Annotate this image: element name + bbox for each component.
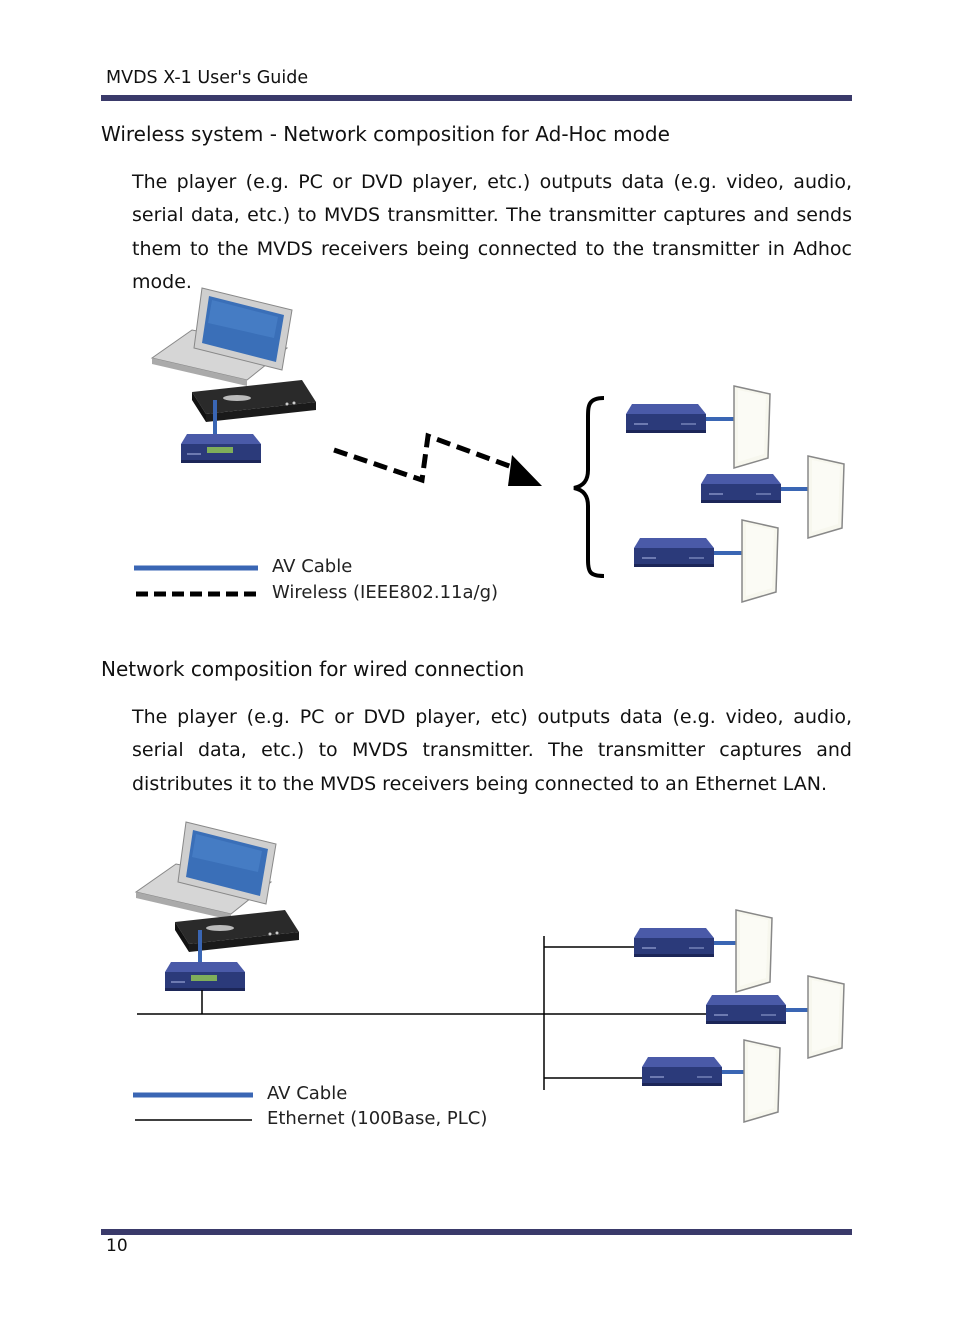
receiver-icon	[641, 1056, 723, 1087]
display-screen-icon	[741, 519, 779, 603]
receiver-icon	[705, 994, 787, 1025]
display-screen-icon	[733, 385, 771, 469]
adhoc-heading: Wireless system - Network composition fo…	[101, 122, 670, 146]
receiver-icon	[633, 537, 715, 568]
page-number: 10	[106, 1236, 128, 1256]
legend-ethernet-label: Ethernet (100Base, PLC)	[267, 1108, 488, 1129]
footer-rule	[101, 1229, 852, 1235]
header-rule	[101, 95, 852, 101]
dvd-player-icon	[192, 380, 316, 422]
header-title: MVDS X-1 User's Guide	[106, 68, 309, 88]
receiver-brace	[573, 396, 605, 578]
display-screen-icon	[807, 975, 845, 1059]
receiver-icon	[633, 927, 715, 958]
laptop-icon	[151, 287, 293, 387]
display-screen-icon	[743, 1039, 781, 1123]
legend-av-cable-label: AV Cable	[267, 1083, 348, 1104]
display-screen-icon	[807, 455, 845, 539]
display-screen-icon	[735, 909, 773, 993]
transmitter-icon	[180, 433, 262, 464]
adhoc-paragraph: The player (e.g. PC or DVD player, etc.)…	[132, 171, 852, 293]
legend-wireless-label: Wireless (IEEE802.11a/g)	[272, 582, 499, 603]
laptop-icon	[135, 821, 277, 921]
dvd-player-icon	[175, 910, 299, 952]
receiver-icon	[700, 473, 782, 504]
adhoc-diagram	[134, 287, 845, 603]
wired-heading: Network composition for wired connection	[101, 657, 525, 681]
wired-diagram	[133, 821, 845, 1123]
transmitter-icon	[164, 961, 246, 992]
legend-av-cable-label: AV Cable	[272, 556, 353, 577]
receiver-icon	[625, 403, 707, 434]
wired-paragraph: The player (e.g. PC or DVD player, etc) …	[132, 706, 852, 795]
wireless-arrowhead	[508, 455, 542, 486]
wireless-link-line	[333, 432, 521, 484]
